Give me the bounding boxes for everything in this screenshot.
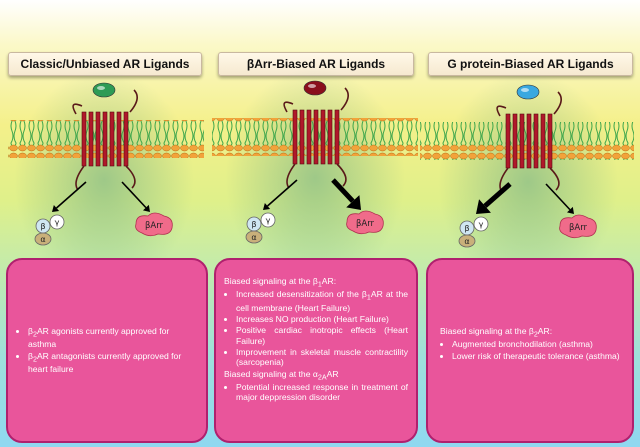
receptor-helix: [102, 111, 108, 167]
arrestin-label: βArr: [145, 221, 164, 231]
arrow-arrestin: [121, 181, 147, 209]
receptor-helix: [526, 113, 532, 169]
arrow-arrestin: [545, 183, 571, 211]
arrow-gprotein-head: [52, 205, 60, 212]
receptor-helix: [313, 109, 319, 165]
receptor-helix: [299, 109, 305, 165]
alpha-label: α: [251, 233, 256, 242]
alpha-label: α: [40, 235, 45, 244]
card-arrestin-biased: Biased signaling at the β1AR: Increased …: [214, 258, 418, 443]
ligand: [303, 80, 327, 96]
receptor-helix: [533, 113, 539, 169]
receptor-helix: [334, 109, 340, 165]
panel-graphic: γ βα βArr: [8, 70, 204, 290]
card-header: Biased signaling at the α2AAR: [224, 368, 339, 382]
glow: [225, 68, 405, 288]
card-unbiased: β2AR agonists currently approved for ast…: [6, 258, 208, 443]
gamma-label: γ: [266, 216, 271, 225]
gamma-subunit: [49, 214, 65, 230]
arrow-gprotein: [55, 181, 87, 209]
receptor-helix: [320, 109, 326, 165]
arrestin: [135, 212, 173, 237]
receptor-helix: [306, 109, 312, 165]
alpha-label: α: [464, 237, 469, 246]
card-header: Biased signaling at the β2AR:: [440, 326, 553, 339]
alpha-subunit: [34, 232, 52, 246]
ligand-highlight: [308, 84, 316, 88]
card-item: Lower risk of therapeutic tolerance (ast…: [452, 351, 622, 361]
panel-graphic: γ βα βArr: [212, 68, 418, 288]
alpha-subunit: [245, 230, 263, 244]
beta-label: β: [251, 220, 256, 229]
ligand: [516, 84, 540, 100]
gamma-label: γ: [479, 220, 484, 229]
receptor-helix: [547, 113, 553, 169]
ligand: [92, 82, 116, 98]
arrestin: [559, 214, 597, 239]
arrow-arrestin-head: [142, 204, 150, 212]
receptor-helix: [512, 113, 518, 169]
card-item: β2AR agonists currently approved for ast…: [28, 326, 198, 350]
receptor-helix: [327, 109, 333, 165]
ligand-highlight: [97, 86, 105, 90]
receptor-helix: [292, 109, 298, 165]
arrow-arrestin-head: [566, 206, 574, 214]
gamma-label: γ: [55, 218, 60, 227]
receptor-helix: [81, 111, 87, 167]
gamma-subunit: [473, 216, 489, 232]
arrestin-label: βArr: [356, 219, 375, 229]
card-header: Biased signaling at the β1AR:: [224, 276, 337, 289]
arrestin: [346, 210, 384, 235]
alpha-subunit: [458, 234, 476, 248]
arrow-gprotein: [483, 182, 512, 208]
receptor-helix: [123, 111, 129, 167]
card-item: Improvement in skeletal muscle contracti…: [236, 347, 408, 368]
receptor-helix: [88, 111, 94, 167]
receptor-helix: [95, 111, 101, 167]
gamma-subunit: [260, 212, 276, 228]
receptor-helix: [116, 111, 122, 167]
receptor-loops: [283, 87, 349, 189]
arrow-arrestin-head: [346, 195, 361, 210]
receptor-loops: [72, 89, 138, 191]
beta-label: β: [464, 224, 469, 233]
card-item: Increased desensitization of the β1AR at…: [236, 289, 408, 313]
card-gprotein-biased: Biased signaling at the β2AR: Augmented …: [426, 258, 634, 443]
card-item: Increases NO production (Heart Failure): [236, 314, 408, 324]
card-item: β2AR antagonists currently approved for …: [28, 351, 198, 375]
card-item: Augmented bronchodilation (asthma): [452, 339, 622, 349]
arrow-gprotein: [266, 179, 298, 207]
receptor-helix: [505, 113, 511, 169]
receptor-helix: [540, 113, 546, 169]
receptor-loops: [496, 91, 562, 193]
panel-graphic: γ βα βArr: [420, 72, 634, 292]
receptor-helix: [109, 111, 115, 167]
arrow-arrestin: [331, 178, 355, 203]
glow: [14, 70, 194, 290]
arrow-gprotein-head: [263, 203, 271, 210]
arrow-gprotein-head: [476, 199, 491, 214]
card-item: Potential increased response in treatmen…: [236, 382, 408, 403]
receptor-helix: [519, 113, 525, 169]
panel-title-gprotein-biased: G protein-Biased AR Ligands: [428, 52, 633, 76]
beta-label: β: [40, 222, 45, 231]
ligand-highlight: [521, 88, 529, 92]
card-item: Positive cardiac inotropic effects (Hear…: [236, 325, 408, 346]
arrestin-label: βArr: [569, 223, 588, 233]
